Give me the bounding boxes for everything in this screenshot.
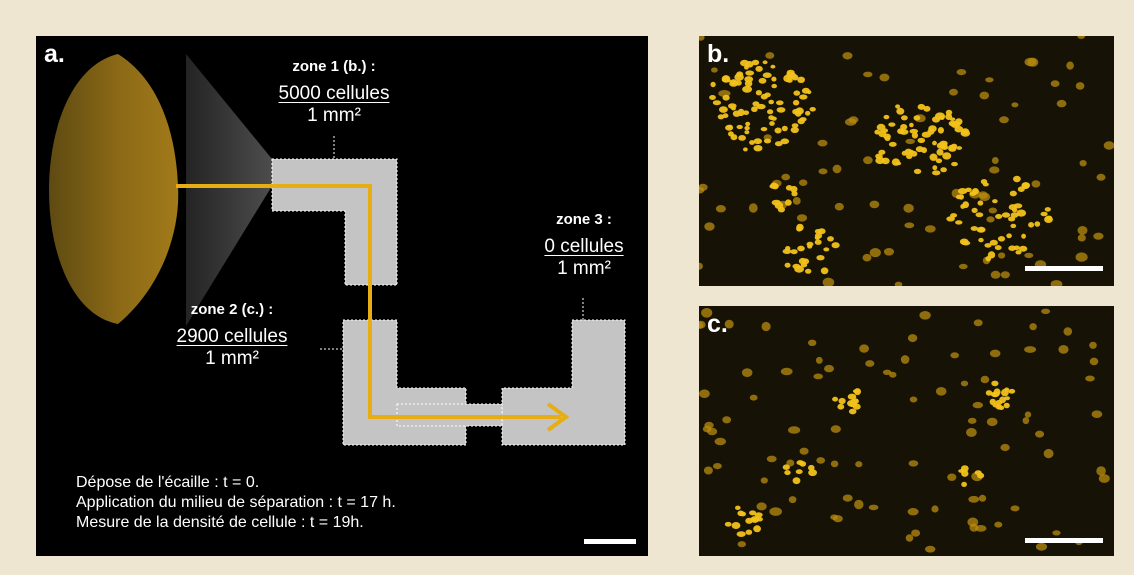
panel-b-micrograph: b. <box>699 36 1114 286</box>
fish-scale <box>49 54 179 324</box>
panel-c-micrograph: c. <box>699 306 1114 556</box>
protocol-notes: Dépose de l'écaille : t = 0. Application… <box>76 473 396 533</box>
zone-2-area: 1 mm² <box>205 348 259 369</box>
panel-a-letter: a. <box>44 40 65 68</box>
zone-3-area: 1 mm² <box>557 258 611 279</box>
flow-arrow <box>176 184 561 419</box>
zone-3-label: zone 3 : 0 cellules 1 mm² <box>530 211 638 280</box>
panel-a-schematic: a. zone 1 (b.) : 5000 cellules 1 mm² zon… <box>36 36 648 556</box>
zone-3-channel <box>501 319 626 446</box>
panel-b-letter: b. <box>707 40 730 68</box>
flow-arrowhead <box>546 402 570 432</box>
scale-bar-b <box>1025 266 1103 271</box>
note-density-measure: Mesure de la densité de cellule : t = 19… <box>76 514 364 531</box>
micrograph-c-image <box>699 308 1110 553</box>
zone-3-count: 0 cellules <box>544 236 624 257</box>
micrograph-b-image <box>699 36 1114 286</box>
zone-1-title: zone 1 (b.) : <box>292 58 376 75</box>
panel-c-letter: c. <box>707 310 728 338</box>
note-separation-medium: Application du milieu de séparation : t … <box>76 494 396 511</box>
zone-3-title: zone 3 : <box>556 211 612 228</box>
zone-2-label: zone 2 (c.) : 2900 cellules 1 mm² <box>164 301 300 370</box>
zone-2-count: 2900 cellules <box>176 326 288 347</box>
zone-1-channel <box>271 158 398 286</box>
channel-diagram <box>49 54 636 544</box>
note-deposit: Dépose de l'écaille : t = 0. <box>76 474 260 491</box>
light-cone <box>186 54 272 326</box>
zone-1-area: 1 mm² <box>307 105 361 126</box>
zone-1-label: zone 1 (b.) : 5000 cellules 1 mm² <box>266 58 402 127</box>
scale-bar-c <box>1025 538 1103 543</box>
scale-bar-a <box>584 539 636 544</box>
zone-1-count: 5000 cellules <box>278 83 390 104</box>
zone-2-title: zone 2 (c.) : <box>190 301 274 318</box>
